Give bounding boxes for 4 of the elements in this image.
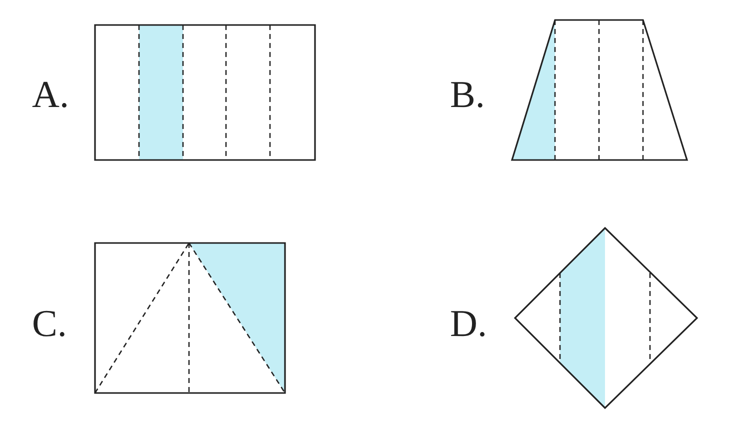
- option-label: C.: [32, 305, 67, 343]
- option-label: D.: [450, 305, 487, 343]
- option-label: B.: [450, 76, 485, 114]
- option-label: A.: [32, 76, 69, 114]
